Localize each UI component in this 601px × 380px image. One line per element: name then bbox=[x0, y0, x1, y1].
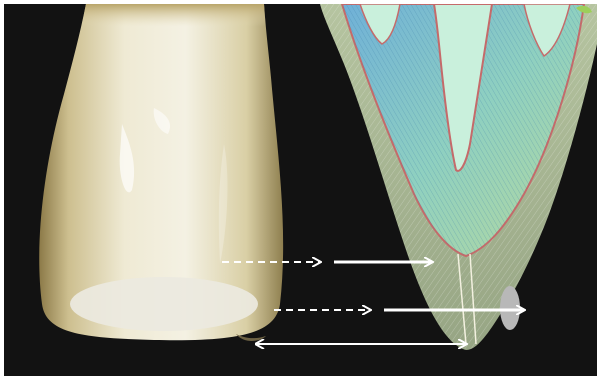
tooth-illustration bbox=[4, 4, 597, 376]
photo-canvas bbox=[4, 4, 597, 376]
incisal-oval bbox=[70, 277, 258, 331]
contact-point-marker bbox=[500, 286, 520, 330]
tooth-histology-section bbox=[320, 4, 597, 350]
incisor-crown-photo bbox=[39, 4, 283, 341]
